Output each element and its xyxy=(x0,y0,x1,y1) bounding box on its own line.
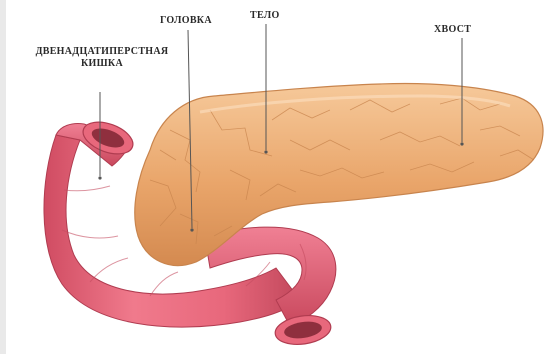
body-label: ТЕЛО xyxy=(250,10,280,22)
body-pointer-dot xyxy=(264,150,267,153)
tail-label: ХВОСТ xyxy=(434,24,471,36)
left-edge-strip xyxy=(0,0,6,354)
duodenum-label-line2: КИШКА xyxy=(20,58,184,70)
pancreas-shape xyxy=(135,84,543,266)
head-pointer-dot xyxy=(190,228,193,231)
tail-pointer-dot xyxy=(460,142,463,145)
duodenum-pointer-dot xyxy=(98,176,101,179)
duodenum-label-line1: ДВЕНАДЦАТИПЕРСТНАЯ xyxy=(20,46,184,58)
duodenum-label: ДВЕНАДЦАТИПЕРСТНАЯ КИШКА xyxy=(20,46,184,70)
head-label: ГОЛОВКА xyxy=(160,15,212,27)
